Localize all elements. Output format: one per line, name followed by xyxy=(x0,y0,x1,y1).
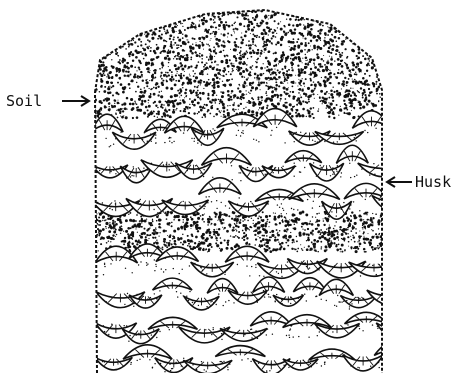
husk-layer-lower xyxy=(95,244,436,373)
husk-layer-upper xyxy=(91,109,423,220)
soil-layer-top xyxy=(94,7,386,120)
husk-arrow xyxy=(387,177,412,187)
soil-arrow xyxy=(62,96,89,106)
husk-label: Husk xyxy=(415,175,451,190)
soil-label: Soil xyxy=(6,94,42,109)
